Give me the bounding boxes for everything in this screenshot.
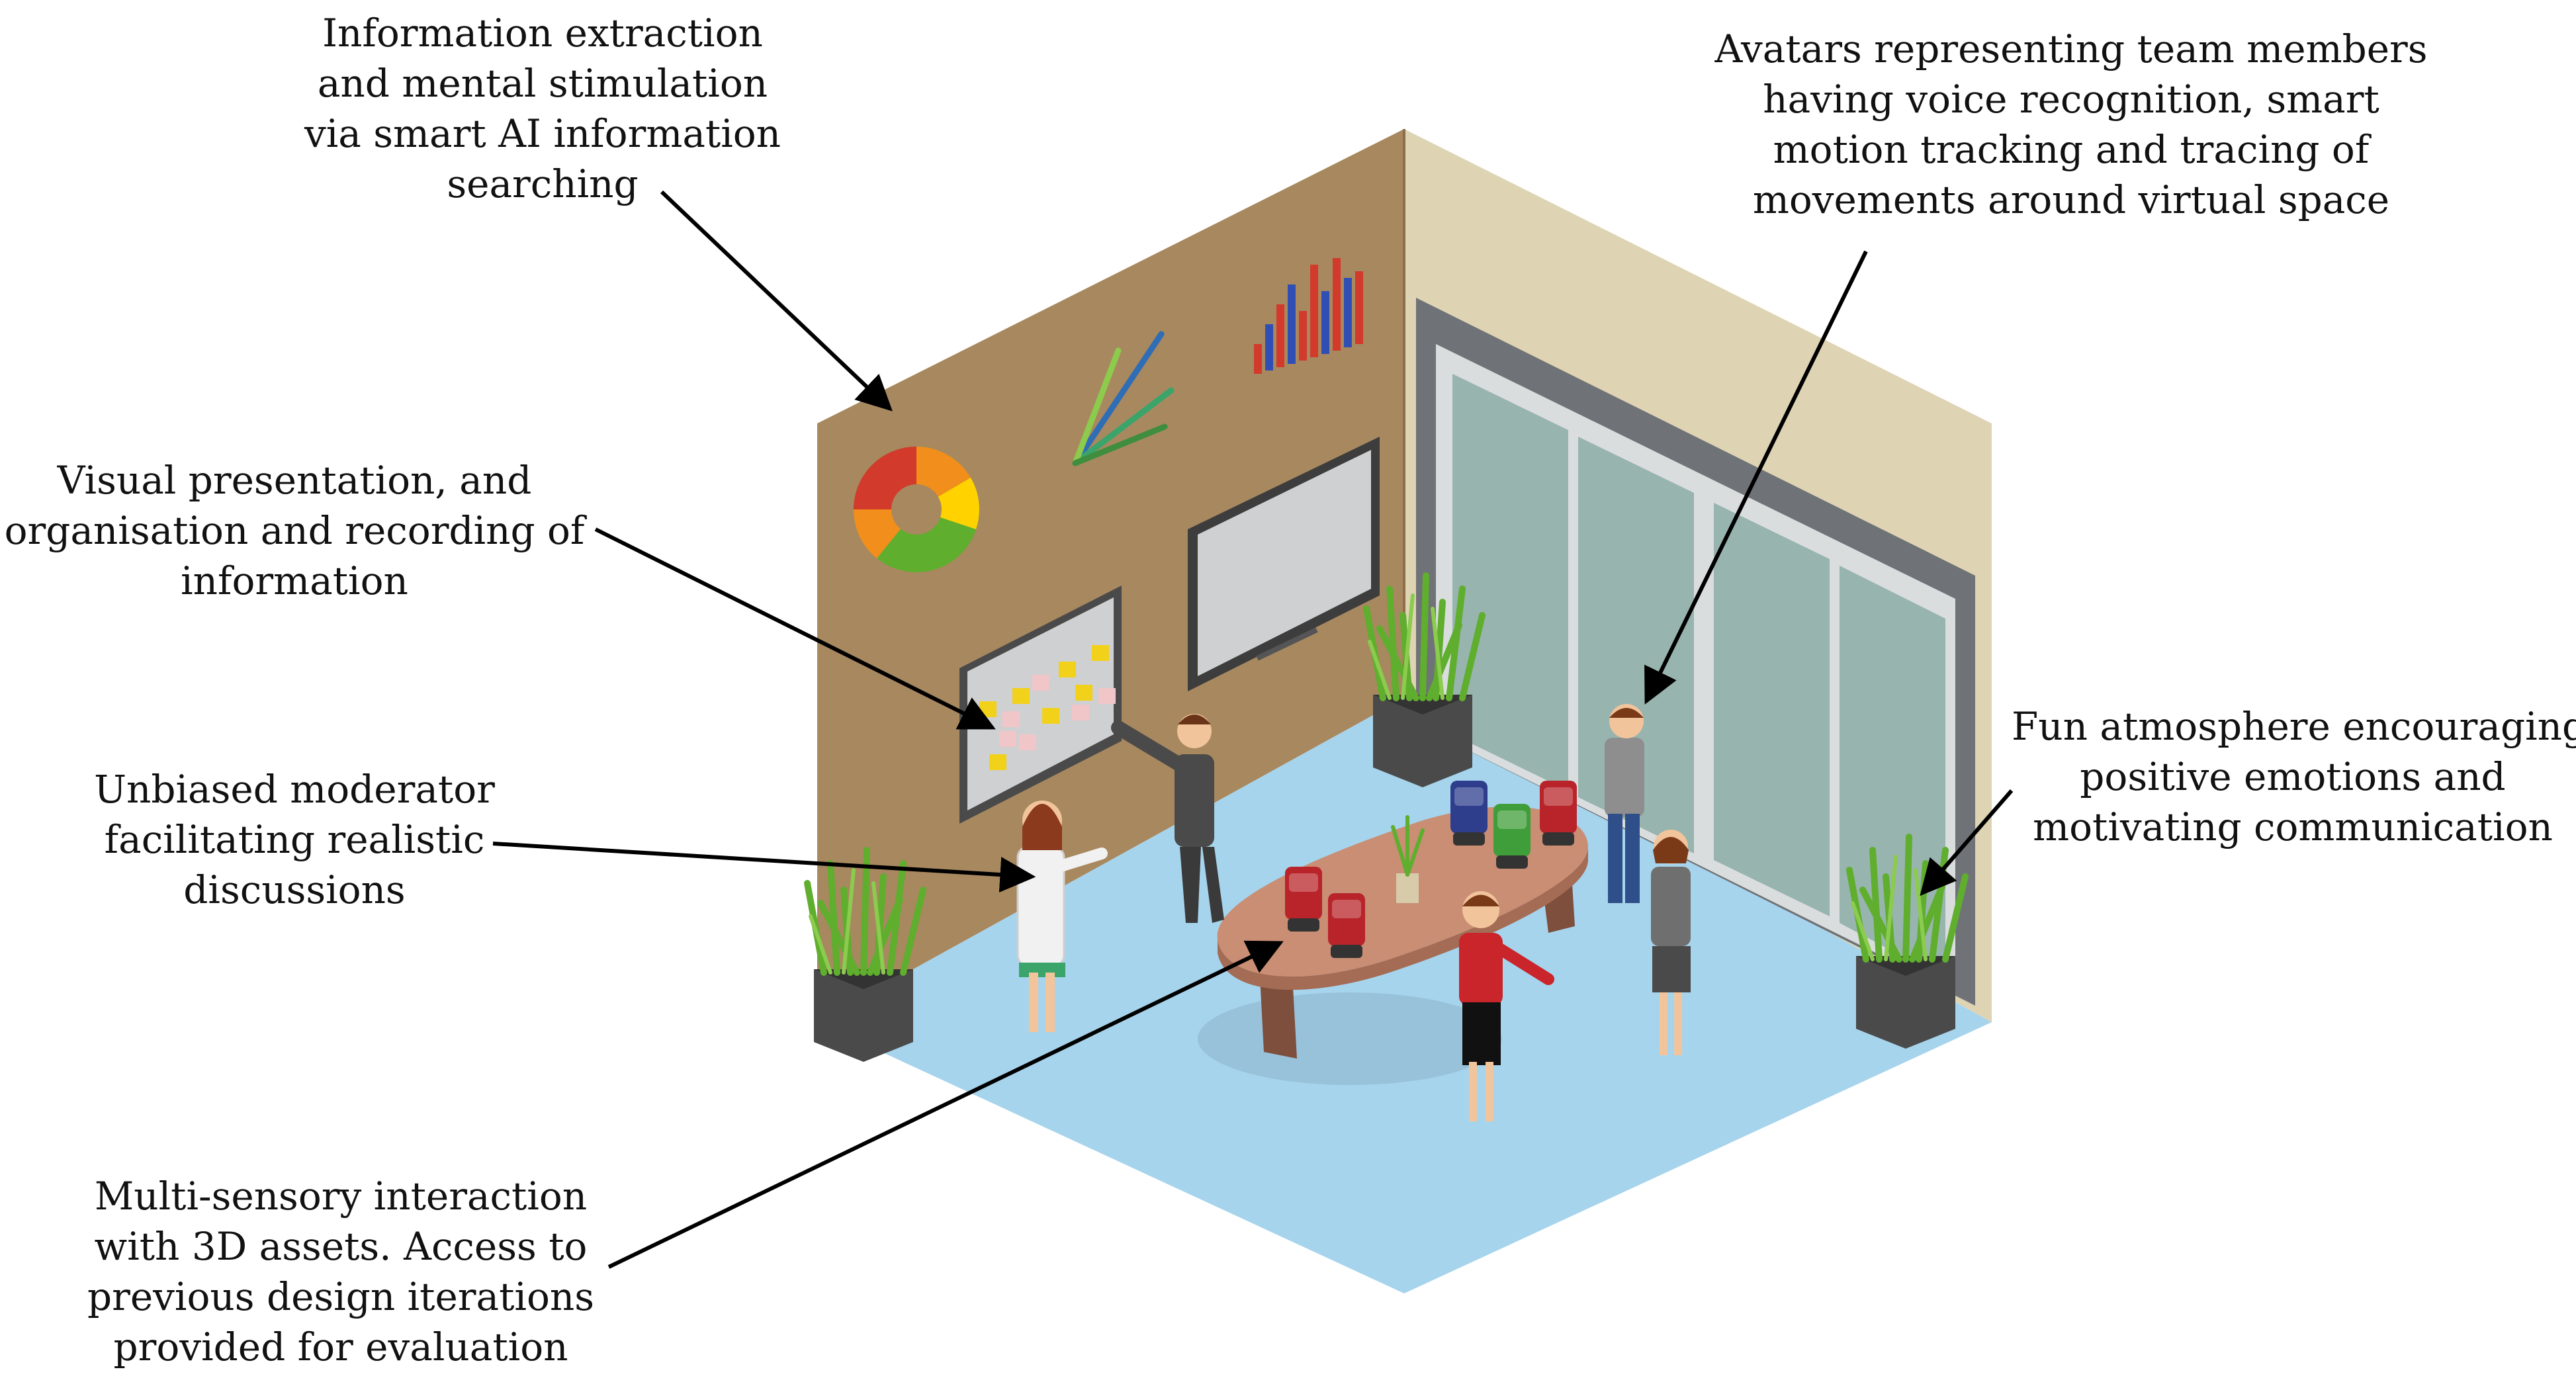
annotation-moderator: Unbiased moderator facilitating realisti…	[53, 764, 536, 915]
annotation-line: Information extraction	[322, 11, 763, 56]
annotation-line: previous design iterations	[87, 1274, 595, 1319]
annotation-multisensory: Multi-sensory interaction with 3D assets…	[66, 1171, 615, 1372]
annotation-line: provided for evaluation	[113, 1325, 568, 1370]
arrow-info	[660, 190, 893, 412]
annotation-line: and mental stimulation	[317, 61, 768, 106]
arrow-fun	[1920, 789, 2014, 896]
annotation-line: organisation and recording of	[4, 508, 585, 553]
whiteboard	[1188, 437, 1380, 691]
annotation-line: with 3D assets. Access to	[94, 1224, 588, 1269]
arrow-multisensory	[607, 940, 1284, 1269]
annotation-line: facilitating realistic	[104, 817, 485, 862]
presenter-man	[1111, 714, 1224, 923]
chair-red-back	[1540, 781, 1577, 846]
annotation-line: motivating communication	[2033, 805, 2553, 849]
annotation-line: Visual presentation, and	[57, 458, 532, 503]
annotation-visual-presentation: Visual presentation, and organisation an…	[0, 455, 589, 606]
woman-red-top	[1459, 891, 1554, 1121]
standing-man	[1605, 704, 1644, 903]
trend-arrows-icon	[1072, 331, 1175, 466]
annotation-line: movements around virtual space	[1752, 177, 2390, 222]
chair-blue	[1450, 781, 1488, 846]
annotation-fun-atmosphere: Fun atmosphere encouraging positive emot…	[2012, 701, 2576, 852]
annotation-line: Multi-sensory interaction	[94, 1174, 588, 1219]
arrow-avatars	[1644, 250, 1868, 705]
annotation-line: discussions	[183, 867, 406, 912]
chair-green	[1493, 804, 1531, 869]
woman-grey-suit	[1651, 830, 1691, 1055]
annotation-line: Avatars representing team members	[1714, 26, 2428, 71]
pie-chart-icon	[853, 447, 979, 572]
annotation-line: searching	[447, 161, 639, 206]
chair-red-front-1	[1285, 867, 1322, 932]
arrow-moderator	[492, 842, 1036, 892]
annotation-line: motion tracking and tracing of	[1773, 127, 2370, 172]
annotation-line: positive emotions and	[2080, 754, 2506, 799]
window-wall	[1416, 298, 1975, 1006]
table-plant	[1391, 815, 1425, 903]
annotation-arrows	[492, 190, 2014, 1269]
annotation-line: Fun atmosphere encouraging	[2012, 704, 2576, 749]
annotation-line: Unbiased moderator	[94, 767, 495, 812]
annotation-info-extraction: Information extraction and mental stimul…	[278, 8, 807, 209]
annotation-line: information	[181, 558, 408, 603]
annotation-line: via smart AI information	[304, 111, 781, 156]
chair-red-front-2	[1328, 893, 1365, 958]
annotation-line: having voice recognition, smart	[1763, 77, 2379, 122]
arrow-visual	[594, 527, 996, 730]
annotation-avatars: Avatars representing team members having…	[1707, 24, 2435, 225]
bar-chart-icon	[1254, 258, 1363, 374]
